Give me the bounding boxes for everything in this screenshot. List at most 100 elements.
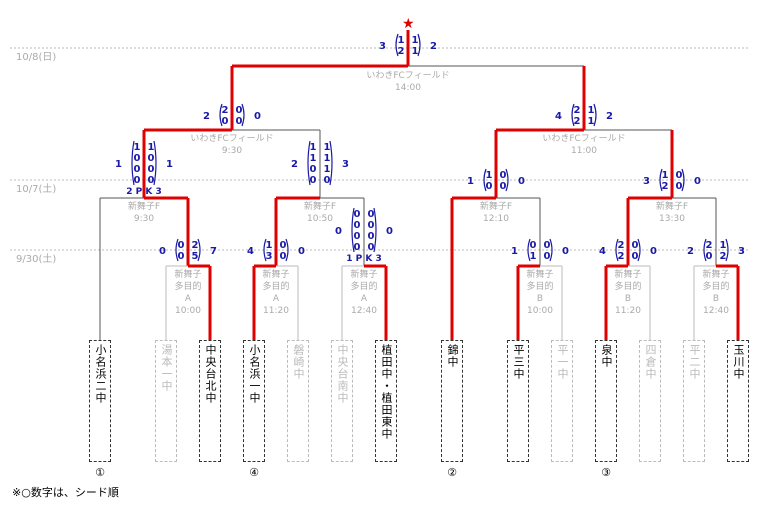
score-final-right-total: 2 [430, 41, 437, 52]
score-r1c-right-paren [373, 207, 377, 253]
venue-qf1-line-1: 9:30 [134, 214, 154, 224]
date-label-first-round: 9/30(土) [16, 252, 56, 265]
score-qf2-right-half-2: 1 [324, 164, 331, 175]
team-box-onahama-ni: 小名浜二中 [89, 340, 111, 462]
score-r1b-left-total: 4 [247, 246, 254, 257]
score-sf1-left-paren [219, 103, 223, 127]
venue-r1c-line-2: A [361, 294, 368, 304]
score-r1e-right-total: 0 [650, 246, 657, 257]
team-box-chuodai-minami: 中央台南中 [331, 340, 353, 462]
score-r1b-right-paren [285, 238, 289, 262]
score-r1d-right-half-0: 0 [544, 240, 551, 251]
score-r1c-right-half-0: 0 [368, 209, 375, 220]
team-box-chuodai-kita: 中央台北中 [199, 340, 221, 462]
venue-qf2-line-1: 10:50 [307, 214, 333, 224]
score-qf1-left-total: 1 [115, 159, 122, 170]
venue-qf4-line-0: 新舞子F [656, 200, 688, 212]
score-qf2-right-total: 3 [342, 159, 349, 170]
team-box-nishiki: 錦中 [441, 340, 463, 462]
score-final-right-half-0: 1 [412, 35, 419, 46]
score-r1b-right-total: 0 [298, 246, 305, 257]
venue-final-line-1: 14:00 [395, 83, 421, 93]
score-qf1-pk: 2 P K 3 [126, 187, 162, 197]
team-box-yotsukura: 四倉中 [639, 340, 661, 462]
score-r1f-left-half-1: 0 [706, 251, 713, 262]
score-qf2-left-half-2: 0 [310, 164, 317, 175]
venue-qf1-line-0: 新舞子F [128, 200, 160, 212]
score-sf1-right-total: 0 [254, 111, 261, 122]
score-r1f-left-half-0: 2 [706, 240, 713, 251]
score-qf2-right-half-3: 0 [324, 175, 331, 186]
score-qf1-left-half-2: 0 [134, 164, 141, 175]
score-sf2-left-half-1: 2 [574, 116, 581, 127]
venue-r1e-line-3: 11:20 [615, 306, 641, 316]
score-sf1-right-half-0: 0 [236, 105, 243, 116]
score-r1d-left-paren [527, 238, 531, 262]
venue-r1c-line-3: 12:40 [351, 306, 377, 316]
score-r1e-left-half-1: 2 [618, 251, 625, 262]
score-sf1-right-half-1: 0 [236, 116, 243, 127]
score-qf3-left-total: 1 [467, 176, 474, 187]
venue-r1f-line-2: B [713, 294, 719, 304]
score-qf3-right-half-0: 0 [500, 170, 507, 181]
seed-marker-2: ② [447, 466, 457, 479]
venue-r1e-line-2: B [625, 294, 631, 304]
score-qf3-right-paren [505, 168, 509, 192]
score-qf1-right-half-1: 0 [148, 153, 155, 164]
score-sf1-right-paren [241, 103, 245, 127]
score-r1a-left-paren [175, 238, 179, 262]
venue-r1d-line-2: B [537, 294, 543, 304]
team-box-taira-ichi: 平一中 [551, 340, 573, 462]
venue-r1a-line-3: 10:00 [175, 306, 201, 316]
venue-r1d-line-3: 10:00 [527, 306, 553, 316]
score-qf3-left-paren [483, 168, 487, 192]
score-r1e-left-total: 4 [599, 246, 606, 257]
score-r1b-right-half-1: 0 [280, 251, 287, 262]
score-qf4-left-half-1: 2 [662, 181, 669, 192]
score-r1d-left-half-1: 1 [530, 251, 537, 262]
score-r1e-right-paren [637, 238, 641, 262]
score-r1e-right-half-1: 0 [632, 251, 639, 262]
score-qf3-left-half-0: 1 [486, 170, 493, 181]
team-box-iwasaki: 磐崎中 [287, 340, 309, 462]
venue-r1f-line-3: 12:40 [703, 306, 729, 316]
score-r1d-right-half-1: 0 [544, 251, 551, 262]
score-qf3-right-total: 0 [518, 176, 525, 187]
score-r1f-right-half-1: 2 [720, 251, 727, 262]
score-final-left-total: 3 [379, 41, 386, 52]
score-r1b-left-half-0: 1 [266, 240, 273, 251]
team-box-tamagawa: 玉川中 [727, 340, 749, 462]
venue-sf2-line-1: 11:00 [571, 146, 597, 156]
score-qf4-left-total: 3 [643, 176, 650, 187]
score-r1f-right-total: 3 [738, 246, 745, 257]
seed-marker-3: ③ [601, 466, 611, 479]
score-qf1-left-half-1: 0 [134, 153, 141, 164]
seed-order-note: ※○数字は、シード順 [12, 486, 119, 499]
score-r1f-left-paren [703, 238, 707, 262]
date-label-final: 10/8(日) [16, 52, 56, 63]
score-sf2-right-half-1: 1 [588, 116, 595, 127]
score-r1d-left-total: 1 [511, 246, 518, 257]
champion-star-icon: ★ [402, 16, 415, 32]
venue-sf1-line-1: 9:30 [222, 146, 242, 156]
score-qf4-right-total: 0 [694, 176, 701, 187]
team-box-yumoto-ichi: 湯本一中 [155, 340, 177, 462]
score-r1a-right-half-0: 2 [192, 240, 199, 251]
score-sf1-left-total: 2 [203, 111, 210, 122]
score-qf2-right-paren [329, 140, 333, 186]
score-qf4-left-half-0: 1 [662, 170, 669, 181]
score-r1c-left-half-2: 0 [354, 231, 361, 242]
score-r1c-right-total: 0 [386, 226, 393, 237]
score-final-left-half-0: 1 [398, 35, 405, 46]
venue-r1a-line-1: 多目的 [174, 280, 201, 292]
score-r1a-left-half-1: 0 [178, 251, 185, 262]
score-qf2-right-half-1: 1 [324, 153, 331, 164]
team-box-onahama-ichi: 小名浜一中 [243, 340, 265, 462]
score-r1e-left-half-0: 2 [618, 240, 625, 251]
venue-sf2-line-0: いわきFCフィールド [542, 133, 625, 144]
venue-sf1-line-0: いわきFCフィールド [190, 133, 273, 144]
venue-r1c-line-0: 新舞子 [350, 268, 377, 280]
score-r1c-left-half-3: 0 [354, 242, 361, 253]
score-qf1-right-total: 1 [166, 159, 173, 170]
team-box-izumi: 泉中 [595, 340, 617, 462]
